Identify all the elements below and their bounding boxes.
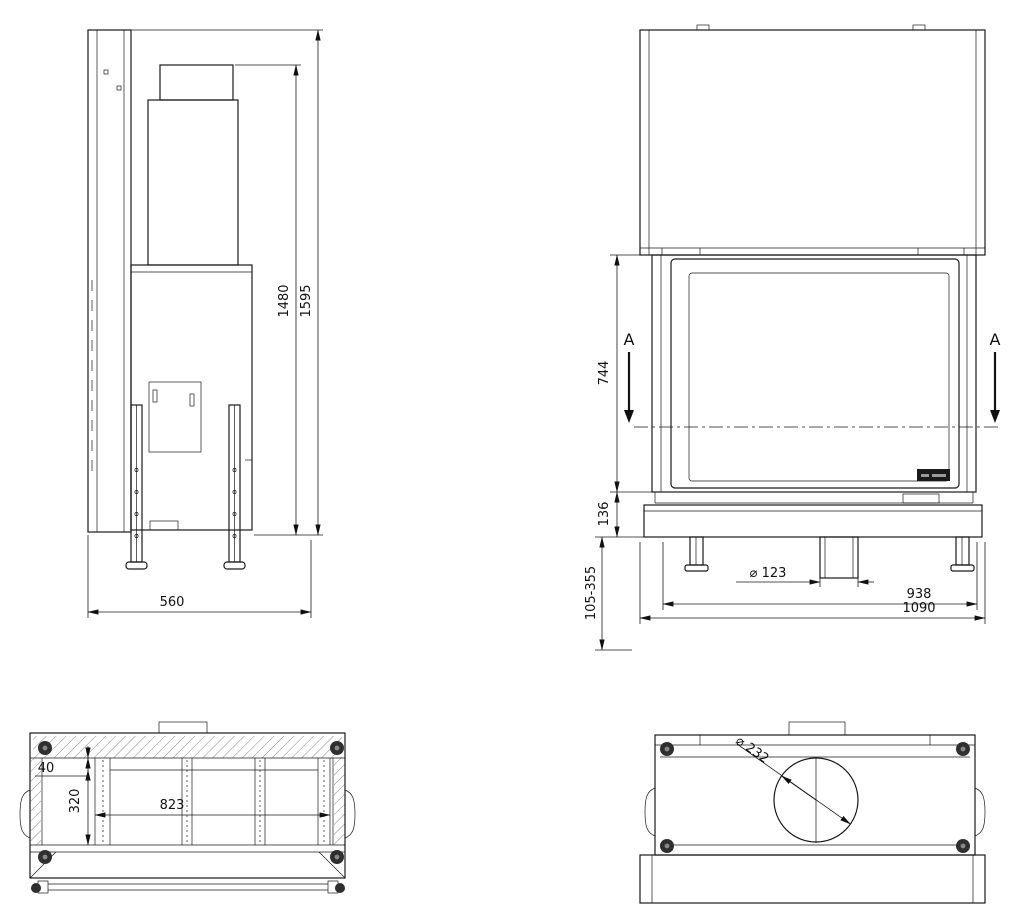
dim-flue-height: 1480 xyxy=(235,64,323,536)
section-label-right: A xyxy=(990,330,1001,349)
dim-plan-inner-width: 823 xyxy=(94,798,331,818)
dim-label-leg-height-range: 105-355 xyxy=(584,566,599,620)
dim-label-flue-diameter: ⌀ 232 xyxy=(733,733,772,766)
brand-logo xyxy=(917,469,950,481)
plan-section-body xyxy=(19,721,356,894)
side-view: 1480 1595 560 xyxy=(87,29,323,618)
front-view: A A 744 136 105-355 xyxy=(584,24,1001,651)
dim-label-depth: 560 xyxy=(160,595,185,610)
dim-overall-width: 1090 xyxy=(639,542,986,624)
dim-flue-diameter: ⌀ 232 xyxy=(733,733,851,825)
caster-wheels xyxy=(660,742,970,853)
dim-label-inner-width: 938 xyxy=(907,587,932,602)
side-bracket-left xyxy=(19,789,31,839)
dim-inner-depth: 320 xyxy=(68,757,91,846)
dim-leg-height-range: 105-355 xyxy=(584,536,632,651)
section-marker-left: A xyxy=(624,330,635,423)
plan-view-body xyxy=(639,721,986,904)
dim-label-overall-width: 1090 xyxy=(902,601,935,616)
side-bracket-right xyxy=(974,787,986,837)
dim-firebox-height: 744 xyxy=(597,254,652,493)
dim-depth: 560 xyxy=(87,535,312,618)
dim-collar-diameter: ⌀ 123 xyxy=(736,566,874,587)
dim-inner-width: 938 xyxy=(662,542,978,610)
dim-label-inner-depth: 320 xyxy=(68,789,83,814)
caster-wheels xyxy=(38,741,344,864)
dim-label-plinth-height: 136 xyxy=(597,502,612,527)
plan-view: ⌀ 232 xyxy=(639,721,986,904)
corner-latch-right xyxy=(335,883,345,893)
dim-label-collar-diameter: ⌀ 123 xyxy=(750,566,787,581)
section-label-left: A xyxy=(624,330,635,349)
corner-latch-left xyxy=(31,883,41,893)
dim-label-firebox-height: 744 xyxy=(597,361,612,386)
dim-plinth-height: 136 xyxy=(595,491,644,538)
dim-label-total-height: 1595 xyxy=(299,284,314,317)
plan-section-view: 40 320 823 xyxy=(19,721,356,894)
dim-label-frame-offset: 40 xyxy=(38,761,55,776)
dim-total-height: 1595 xyxy=(131,29,323,536)
side-bracket-left xyxy=(644,787,656,837)
dim-label-plan-inner-width: 823 xyxy=(160,798,185,813)
side-bracket-right xyxy=(344,789,356,839)
side-view-body xyxy=(87,29,253,570)
dim-label-flue-height: 1480 xyxy=(277,284,292,317)
front-view-body xyxy=(639,24,986,579)
flue-collar xyxy=(819,536,859,579)
plinth xyxy=(639,854,986,904)
section-marker-right: A xyxy=(990,330,1001,423)
